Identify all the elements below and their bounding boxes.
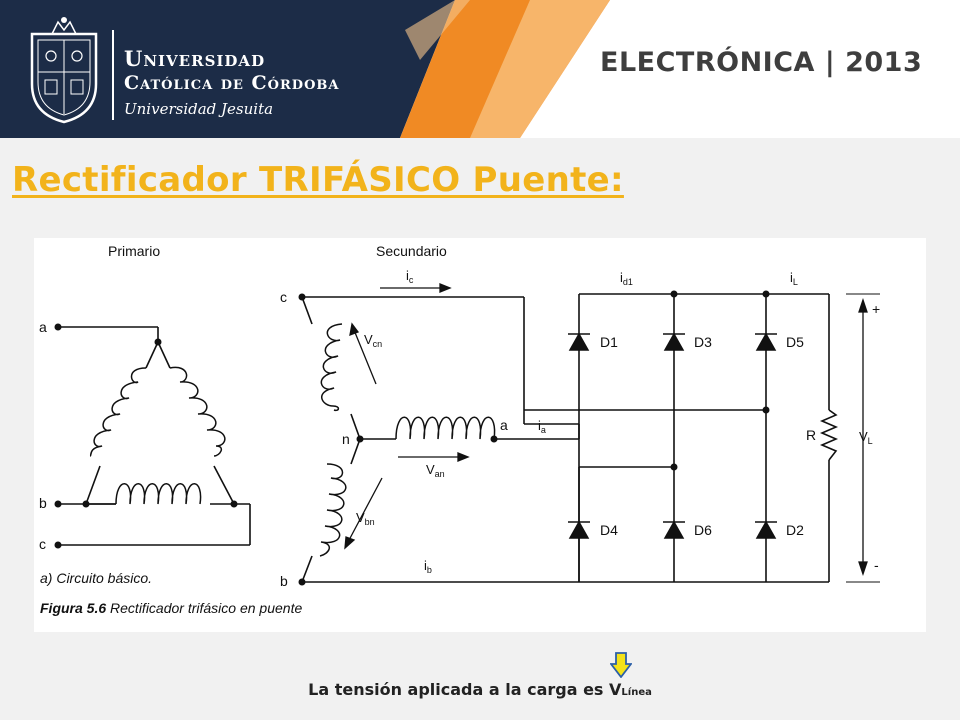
label-ia: ia [538,418,546,435]
university-name-line1: Universidad [124,46,266,71]
label-resistor: R [806,427,816,443]
node-c-primary: c [39,536,46,552]
rectifier-circuit-diagram: Primario Secundario a b c c n b a ic ia … [39,243,880,589]
node-b-secondary: b [280,573,288,589]
label-ic: ic [406,268,414,285]
diode-d6-icon [663,520,685,539]
transformer-coils [89,323,496,557]
label-minus: - [874,557,879,573]
label-ib: ib [424,558,432,575]
label-il: iL [790,270,798,287]
label-secundario: Secundario [376,243,447,259]
diode-d5-icon [755,332,777,351]
label-vl: VL [859,429,873,446]
caption-figure: Figura 5.6 Rectificador trifásico en pue… [40,600,303,616]
label-primario: Primario [108,243,160,259]
node-a-primary: a [39,319,47,335]
diode-d4-icon [568,520,590,539]
label-d1: D1 [600,334,618,350]
page-title: Rectificador TRIFÁSICO Puente: [12,160,624,200]
label-vbn: Vbn [356,510,375,527]
diode-d1-icon [568,332,590,351]
label-d4: D4 [600,522,618,538]
junction-dots [54,290,770,586]
label-id1: id1 [620,270,633,287]
label-d5: D5 [786,334,804,350]
university-crest-icon [30,17,98,124]
label-plus: + [872,301,880,317]
university-name-line2: Católica de Córdoba [124,72,340,94]
node-a-secondary: a [500,417,508,433]
header-banner: Universidad Católica de Córdoba Universi… [0,0,960,138]
label-van: Van [426,462,445,479]
caption-circuit-basic: a) Circuito básico. [40,570,153,586]
current-voltage-arrows [344,283,880,583]
footer-statement: La tensión aplicada a la carga es VLínea [308,680,652,699]
university-tagline: Universidad Jesuita [124,100,274,118]
label-d2: D2 [786,522,804,538]
diode-d3-icon [663,332,685,351]
label-vcn: Vcn [364,332,382,349]
diodes [568,332,777,539]
header-divider [112,30,114,120]
circuit-figure: Primario Secundario a b c c n b a ic ia … [34,238,926,632]
arrow-down-icon [610,652,632,678]
course-title: ELECTRÓNICA | 2013 [600,47,923,78]
node-c-secondary: c [280,289,287,305]
node-n: n [342,431,350,447]
diode-d2-icon [755,520,777,539]
label-d6: D6 [694,522,712,538]
circuit-wires [58,293,839,583]
node-b-primary: b [39,495,47,511]
label-d3: D3 [694,334,712,350]
